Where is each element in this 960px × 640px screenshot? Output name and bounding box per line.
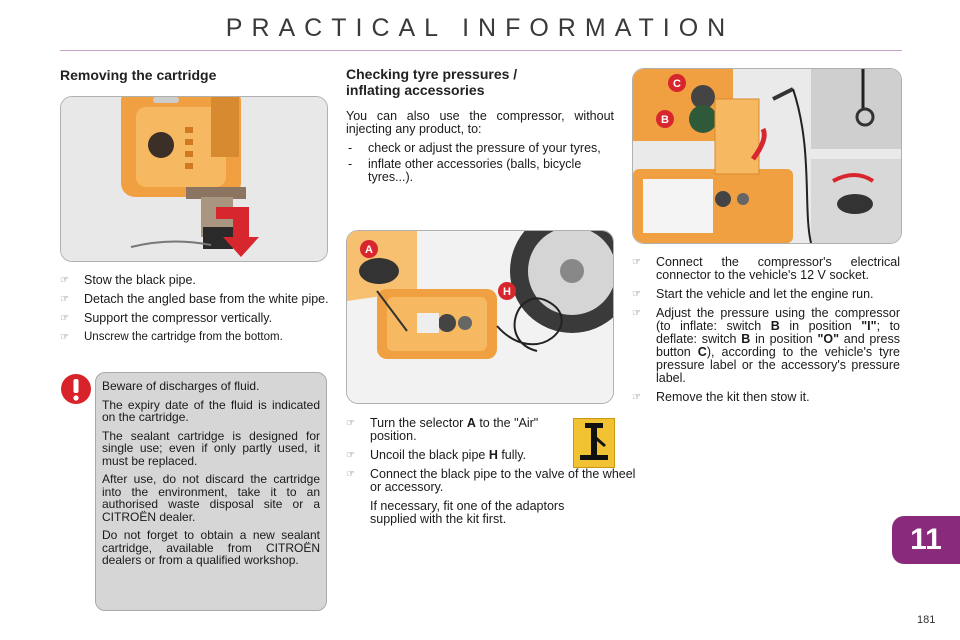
- adjust-steps-list: ☞Connect the compressor's electrical con…: [632, 256, 900, 410]
- page-number: 181: [917, 614, 936, 626]
- list-item: -check or adjust the pressure of your ty…: [348, 141, 601, 155]
- pointing-hand-icon: ☞: [346, 418, 355, 429]
- list-item: -inflate other accessories (balls, bicyc…: [348, 157, 582, 184]
- list-item: ☞Adjust the pressure using the compresso…: [632, 306, 900, 385]
- label-b: B: [661, 114, 669, 126]
- warning-paragraph: Do not forget to obtain a new sealant ca…: [102, 528, 320, 567]
- pointing-hand-icon: ☞: [60, 313, 69, 324]
- cartridge-removal-figure: [60, 96, 328, 262]
- list-item: ☞Support the compressor vertically.: [60, 311, 273, 325]
- pointing-hand-icon: ☞: [632, 257, 641, 268]
- list-item: ☞Start the vehicle and let the engine ru…: [632, 287, 874, 301]
- removing-cartridge-heading: Removing the cartridge: [60, 67, 217, 83]
- compressor-inflation-figure: A H: [346, 230, 614, 404]
- page-title: PRACTICAL INFORMATION: [225, 14, 735, 42]
- list-item: ☞Stow the black pipe.: [60, 273, 196, 287]
- label-h: H: [503, 286, 511, 298]
- warning-paragraph: Beware of discharges of fluid.: [102, 379, 260, 393]
- uses-list: -check or adjust the pressure of your ty…: [346, 142, 614, 184]
- exclamation-icon: [60, 373, 92, 405]
- label-a: A: [365, 244, 373, 256]
- pointing-hand-icon: ☞: [632, 392, 641, 403]
- intro-text: You can also use the compressor, without…: [346, 109, 614, 184]
- title-divider: [60, 50, 902, 51]
- inflation-steps: ☞Turn the selector A to the "Air" positi…: [346, 416, 635, 526]
- warning-paragraph: The sealant cartridge is designed for si…: [102, 428, 320, 468]
- pointing-hand-icon: ☞: [60, 332, 69, 343]
- warning-paragraph: After use, do not discard the cartridge …: [102, 472, 320, 524]
- pointing-hand-icon: ☞: [60, 294, 69, 305]
- pointing-hand-icon: ☞: [632, 289, 641, 300]
- adaptor-note: If necessary, fit one of the adaptors su…: [370, 499, 565, 526]
- warning-paragraph: The expiry date of the fluid is indicate…: [102, 397, 320, 424]
- pointing-hand-icon: ☞: [346, 469, 355, 480]
- checking-pressure-heading: Checking tyre pressures / inflating acce…: [346, 66, 518, 98]
- pointing-hand-icon: ☞: [632, 308, 641, 319]
- pointing-hand-icon: ☞: [346, 450, 355, 461]
- removal-steps-list: ☞Stow the black pipe. ☞Detach the angled…: [60, 274, 330, 350]
- label-c: C: [673, 78, 681, 90]
- inflation-steps-list: ☞Turn the selector A to the "Air" positi…: [346, 416, 635, 494]
- chapter-tab[interactable]: 11: [892, 516, 960, 564]
- pointing-hand-icon: ☞: [60, 275, 69, 286]
- list-item: ☞Uncoil the black pipe H fully.: [346, 448, 527, 462]
- list-item: ☞Connect the compressor's electrical con…: [632, 255, 900, 282]
- list-item: ☞Turn the selector A to the "Air" positi…: [346, 416, 539, 443]
- list-item: ☞Detach the angled base from the white p…: [60, 292, 329, 306]
- list-item: ☞Remove the kit then stow it.: [632, 390, 810, 404]
- compressor-connection-figure: C B: [632, 68, 902, 244]
- list-item: ☞Unscrew the cartridge from the bottom.: [60, 331, 283, 343]
- list-item: ☞Connect the black pipe to the valve of …: [346, 467, 636, 494]
- foot-pump-icon: [573, 418, 615, 468]
- warning-box: Beware of discharges of fluid. The expir…: [95, 372, 327, 611]
